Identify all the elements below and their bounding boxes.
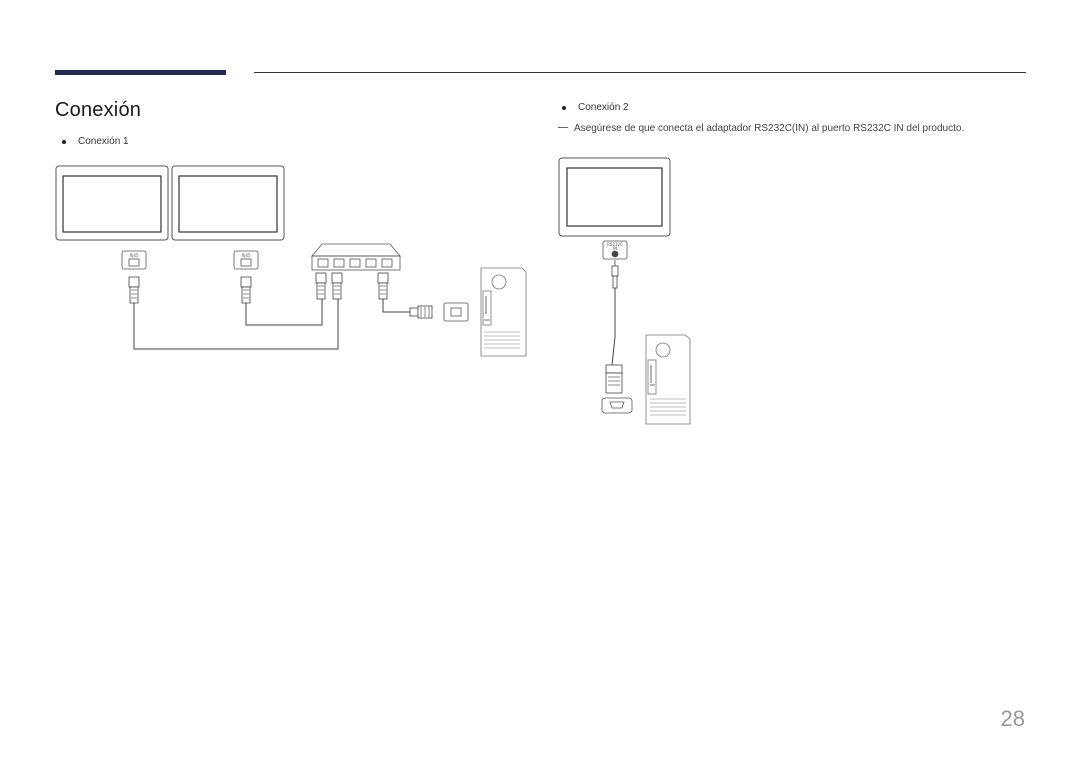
connection-1-diagram: RJ45 RJ45 bbox=[55, 165, 527, 357]
conexion-2-label: Conexión 2 bbox=[578, 102, 629, 113]
rj45-plug-4-icon bbox=[331, 272, 343, 300]
rs232c-port-sublabel: IN bbox=[613, 246, 617, 251]
pc-serial-port-icon bbox=[601, 397, 633, 414]
display-2-icon bbox=[171, 165, 285, 241]
header-accent-bar bbox=[55, 70, 226, 75]
stereo-plug-icon bbox=[611, 260, 619, 289]
pc-tower-2-icon bbox=[645, 334, 691, 425]
bullet-conexion-2: Conexión 2 bbox=[562, 102, 629, 113]
rj45-plug-2-icon bbox=[240, 276, 252, 304]
display-1-icon bbox=[55, 165, 169, 241]
pc-lan-port-icon bbox=[443, 302, 469, 322]
page-number: 28 bbox=[1000, 706, 1025, 731]
conexion-1-label: Conexión 1 bbox=[78, 136, 129, 147]
rj45-port-1-label: RJ45 bbox=[129, 253, 139, 258]
rj45-plug-3-icon bbox=[315, 272, 327, 300]
page-title: Conexión bbox=[55, 99, 142, 121]
pc-tower-icon bbox=[480, 267, 527, 357]
serial-cable bbox=[611, 288, 616, 366]
network-hub-icon bbox=[311, 243, 401, 271]
rs232c-port-label: RS232C bbox=[607, 242, 623, 247]
display-3-icon bbox=[558, 157, 671, 237]
bullet-dot bbox=[62, 139, 66, 144]
rj45-port-2-icon bbox=[233, 250, 259, 270]
rs232c-port-icon bbox=[602, 240, 628, 260]
bullet-dot bbox=[562, 105, 566, 110]
rj45-plug-pc-icon bbox=[409, 305, 433, 319]
note-rs232c: Asegúrese de que conecta el adaptador RS… bbox=[558, 123, 964, 134]
ethernet-cables bbox=[133, 299, 410, 350]
note-text: Asegúrese de que conecta el adaptador RS… bbox=[574, 123, 965, 134]
bullet-conexion-1: Conexión 1 bbox=[62, 136, 129, 147]
rj45-plug-1-icon bbox=[128, 276, 140, 304]
connection-2-diagram: RS232C IN bbox=[558, 157, 691, 425]
d-sub-connector-icon bbox=[605, 364, 623, 394]
header-rule bbox=[254, 72, 1026, 73]
note-dash bbox=[558, 127, 568, 134]
rj45-port-2-label: RJ45 bbox=[241, 253, 251, 258]
rj45-plug-5-icon bbox=[377, 272, 389, 300]
rj45-port-1-icon bbox=[121, 250, 147, 270]
